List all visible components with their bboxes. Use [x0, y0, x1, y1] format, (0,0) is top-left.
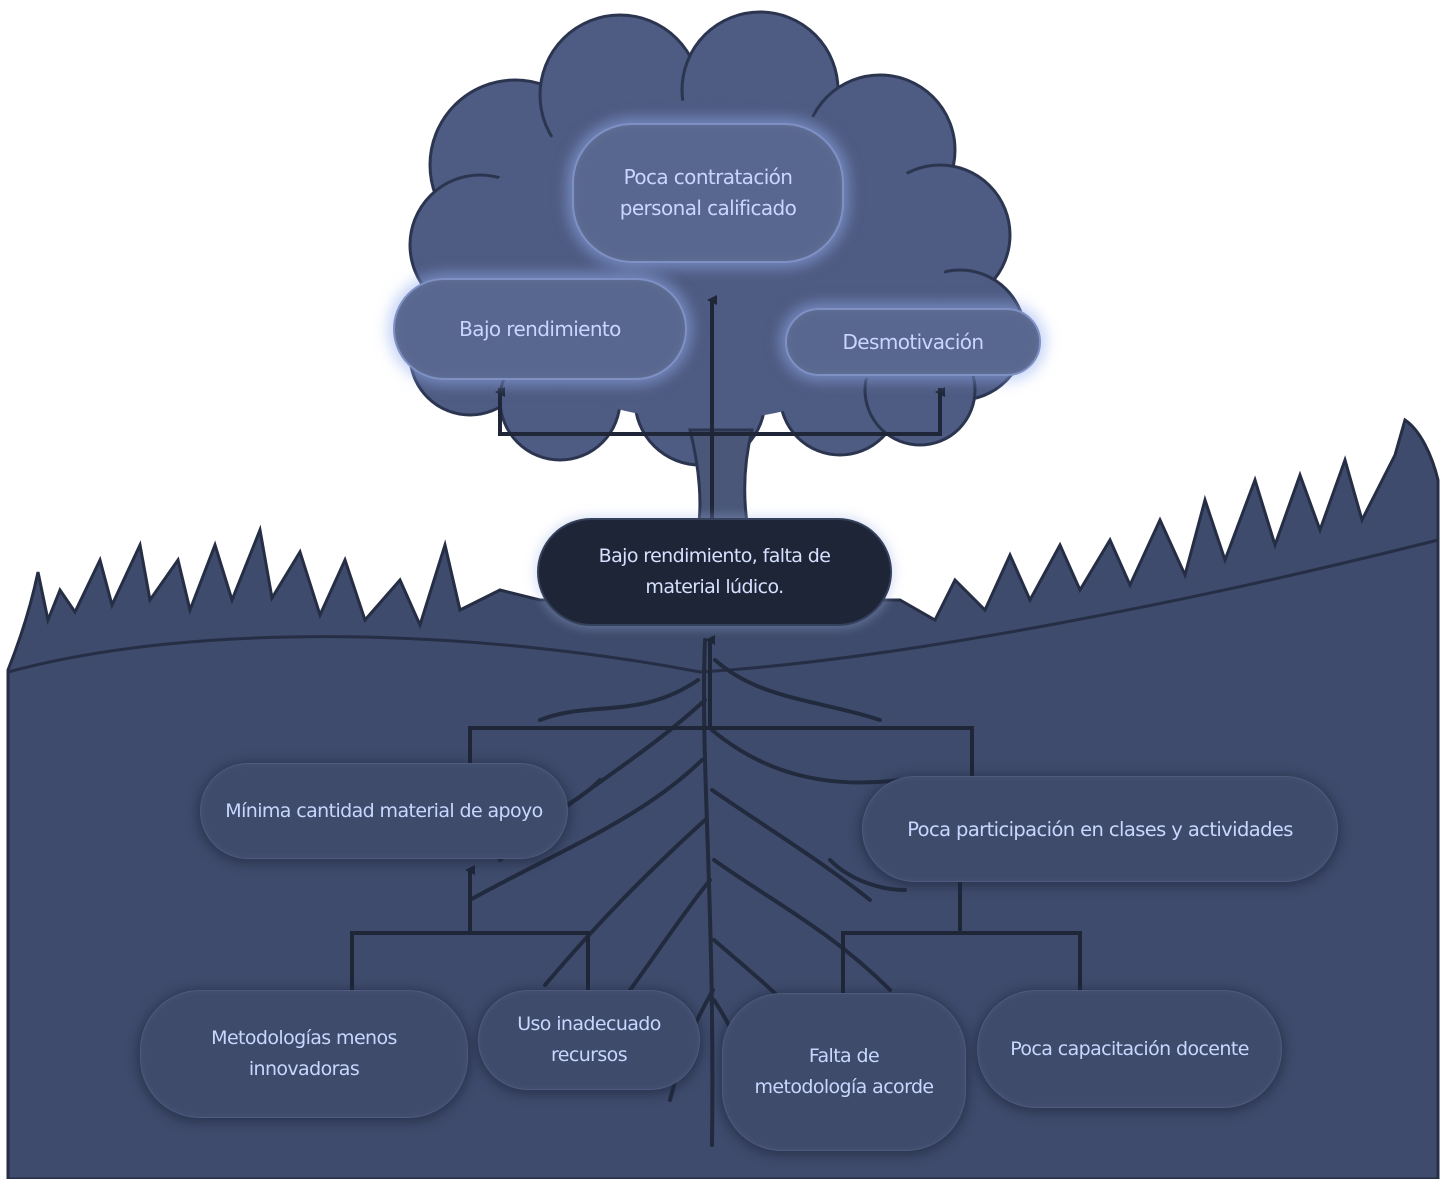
- tree-trunk: [688, 428, 754, 532]
- cause-connectors: [350, 635, 1082, 998]
- effect-contratacion: Poca contratación personal calificado: [572, 123, 844, 263]
- effect-desmotivacion: Desmotivación: [785, 308, 1041, 376]
- effect-connectors: [495, 295, 945, 520]
- subcause-metodologias: Metodologías menos innovadoras: [140, 990, 468, 1118]
- horizon-curve: [7, 538, 1439, 674]
- cause-poca-participacion: Poca participación en clases y actividad…: [862, 776, 1338, 882]
- core-problem: Bajo rendimiento, falta de material lúdi…: [537, 518, 892, 626]
- effect-bajo-rendimiento: Bajo rendimiento: [393, 278, 687, 380]
- subcause-falta-metodologia: Falta de metodología acorde: [722, 993, 966, 1151]
- subcause-uso-inadecuado: Uso inadecuado recursos: [478, 990, 700, 1090]
- cause-minima-cantidad: Mínima cantidad material de apoyo: [200, 763, 568, 859]
- subcause-capacitacion: Poca capacitación docente: [977, 990, 1282, 1108]
